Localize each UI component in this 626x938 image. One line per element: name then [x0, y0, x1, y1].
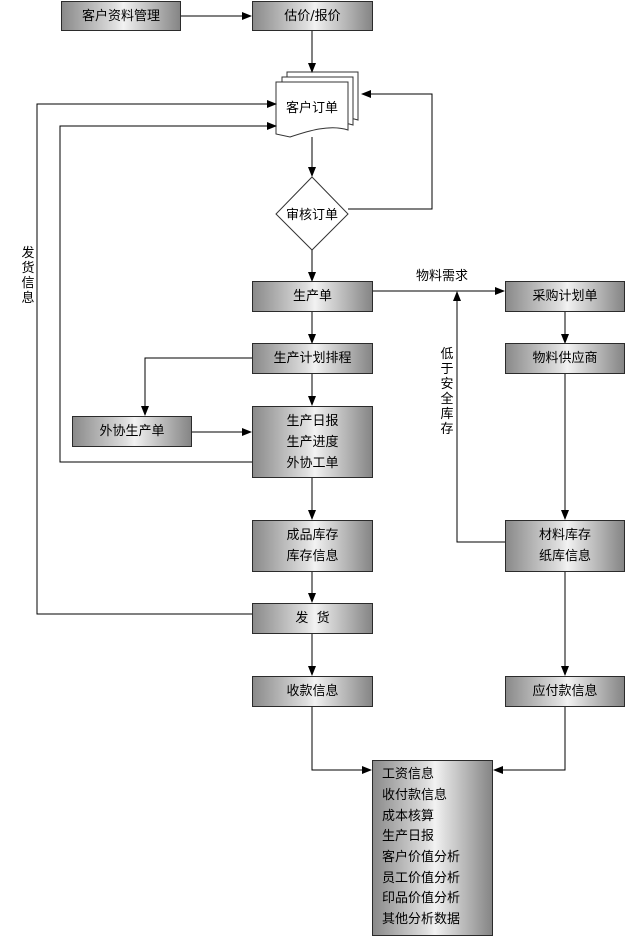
edge-review-loop — [348, 90, 433, 210]
edge-shipping-to-order — [36, 100, 277, 615]
node-daily-report-line: 生产日报 — [286, 413, 339, 429]
node-payables: 应付款信息 — [505, 676, 625, 707]
node-quote: 估价/报价 — [252, 1, 373, 31]
node-production-schedule-label: 生产计划排程 — [273, 351, 352, 366]
node-analysis: 工资信息 收付款信息 成本核算 生产日报 客户价值分析 员工价值分析 印品价值分… — [372, 760, 493, 936]
node-analysis-line: 客户价值分析 — [382, 850, 461, 865]
edge-payables-to-analysis — [493, 707, 566, 774]
node-payables-label: 应付款信息 — [532, 684, 598, 699]
node-supplier-label: 物料供应商 — [532, 351, 598, 366]
node-production-order-label: 生产单 — [292, 289, 332, 304]
node-analysis-line: 员工价值分析 — [382, 870, 461, 886]
node-finished-stock-line: 库存信息 — [286, 549, 339, 564]
node-analysis-line: 工资信息 — [382, 767, 435, 783]
edge-material-safety-stock — [453, 291, 505, 543]
node-daily-report-line: 外协工单 — [286, 455, 339, 471]
node-customer-data-label: 客户资料管理 — [81, 8, 160, 24]
node-finished-stock: 成品库存 库存信息 — [252, 520, 373, 572]
node-analysis-line: 其他分析数据 — [382, 912, 461, 928]
edge-label-shipping-info: 发货信息 — [21, 246, 35, 306]
edge-label-material-demand: 物料需求 — [416, 269, 469, 284]
node-shipping: 发 货 — [252, 603, 373, 634]
node-purchase-plan: 采购计划单 — [505, 281, 625, 312]
node-analysis-line: 生产日报 — [382, 829, 435, 845]
node-material-stock-line: 纸库信息 — [538, 549, 591, 564]
node-supplier: 物料供应商 — [505, 343, 625, 374]
review-order-diamond: 审核订单 — [275, 176, 349, 251]
node-payment-received: 收款信息 — [252, 676, 373, 707]
node-outsource-order: 外协生产单 — [72, 416, 192, 447]
edge-schedule-to-outsource — [141, 357, 252, 416]
edge-label-below-safety-stock: 低于安全库存 — [440, 347, 454, 437]
node-analysis-line: 收付款信息 — [382, 787, 448, 803]
node-production-schedule: 生产计划排程 — [252, 343, 373, 374]
node-shipping-label: 发 货 — [295, 611, 330, 626]
node-material-stock: 材料库存 纸库信息 — [505, 520, 625, 572]
customer-order-document: 客户订单 — [275, 71, 359, 138]
node-daily-report-line: 生产进度 — [286, 434, 339, 450]
review-order-label: 审核订单 — [286, 208, 338, 223]
node-customer-data: 客户资料管理 — [61, 1, 181, 31]
node-outsource-order-label: 外协生产单 — [99, 424, 165, 439]
node-daily-report: 生产日报 生产进度 外协工单 — [252, 406, 373, 478]
node-material-stock-line: 材料库存 — [538, 528, 591, 543]
node-quote-label: 估价/报价 — [284, 8, 341, 24]
node-purchase-plan-label: 采购计划单 — [532, 289, 598, 304]
node-finished-stock-line: 成品库存 — [286, 528, 339, 543]
node-payment-received-label: 收款信息 — [286, 684, 339, 699]
customer-order-label: 客户订单 — [286, 100, 338, 116]
edge-report-to-order — [59, 122, 277, 463]
node-production-order: 生产单 — [252, 281, 373, 312]
edge-payment-to-analysis — [311, 707, 372, 774]
node-analysis-line: 印品价值分析 — [382, 891, 461, 907]
node-analysis-line: 成本核算 — [382, 808, 435, 824]
